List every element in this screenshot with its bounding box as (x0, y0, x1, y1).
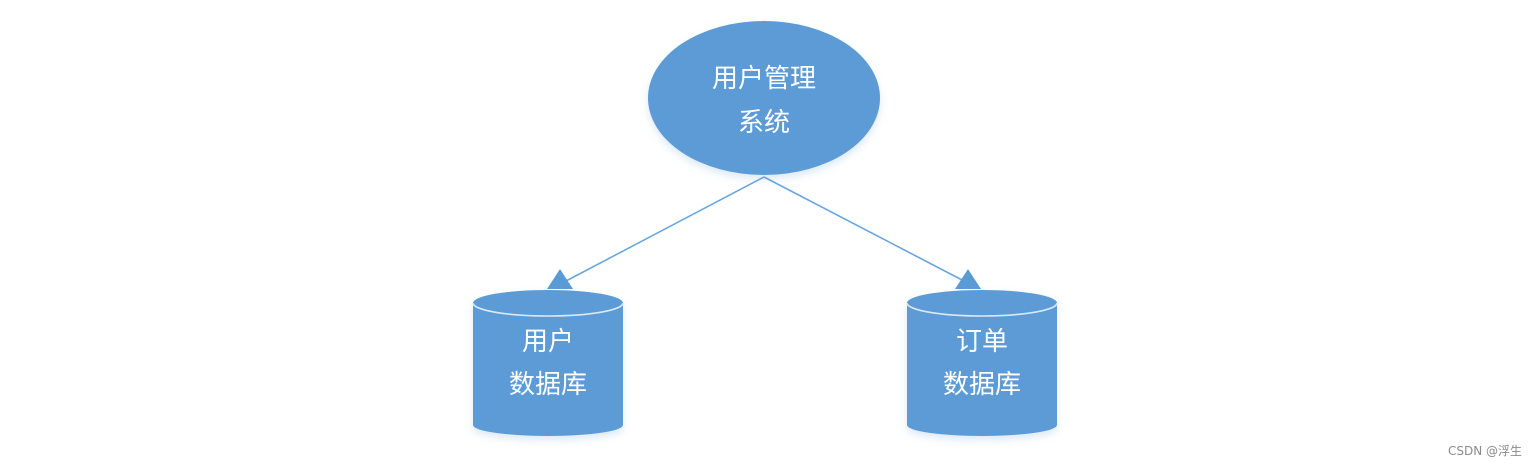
order-database-node (906, 290, 1058, 436)
edges (547, 176, 981, 289)
arrowhead-order-db (955, 269, 981, 289)
csdn-watermark: CSDN @浮生 (1447, 444, 1522, 458)
user-database-node (472, 290, 624, 436)
system-node-label-line1: 用户管理 (712, 64, 816, 94)
user-db-label-line2: 数据库 (509, 370, 587, 400)
arrowhead-user-db (547, 269, 573, 289)
edge-system-to-user-db (565, 176, 765, 282)
order-db-label-line1: 订单 (956, 327, 1008, 357)
edge-system-to-order-db (763, 176, 965, 282)
user-db-label-line1: 用户 (522, 327, 574, 357)
order-db-label-line2: 数据库 (943, 370, 1021, 400)
user-management-system-node (648, 21, 880, 175)
system-node-label-line2: 系统 (738, 108, 790, 138)
